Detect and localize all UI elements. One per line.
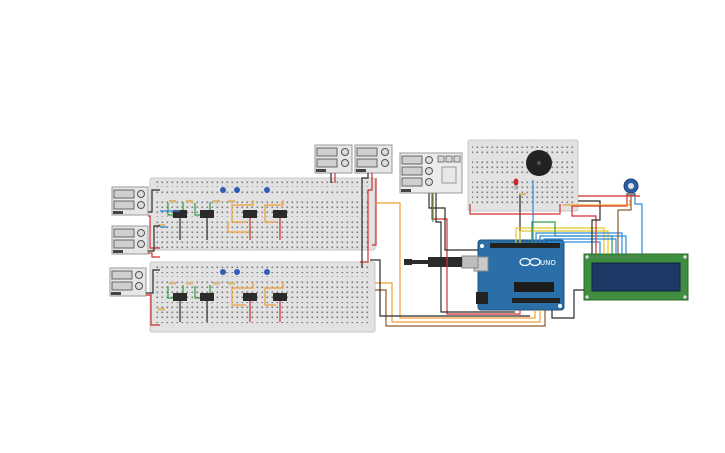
arduino-uno-board[interactable]: UNO <box>473 239 565 311</box>
capacitors[interactable] <box>220 187 270 275</box>
power-supply-top-1[interactable] <box>314 144 353 174</box>
breadboard-top-left[interactable] <box>149 177 376 251</box>
breadboard-top-right[interactable] <box>467 139 579 212</box>
signal-wires[interactable] <box>370 180 643 327</box>
power-supply-left-wires[interactable] <box>146 189 160 326</box>
potentiometer[interactable] <box>623 178 639 196</box>
power-supply-top-wires[interactable] <box>330 173 377 268</box>
function-generator[interactable] <box>399 152 463 194</box>
power-supply-left-2[interactable] <box>111 225 149 255</box>
power-supply-top-2[interactable] <box>354 144 393 174</box>
left-board-wires[interactable] <box>160 200 284 322</box>
usb-cable[interactable] <box>404 255 479 269</box>
resistors[interactable] <box>158 200 235 311</box>
power-supply-left-3[interactable] <box>109 267 147 297</box>
piezo-buzzer[interactable] <box>526 150 552 176</box>
power-supply-left-1[interactable] <box>111 186 149 216</box>
lcd-display[interactable] <box>583 253 689 301</box>
arduino-brand-text: UNO <box>540 259 556 267</box>
led-indicator[interactable] <box>513 178 527 196</box>
ic-chips[interactable] <box>173 210 287 301</box>
